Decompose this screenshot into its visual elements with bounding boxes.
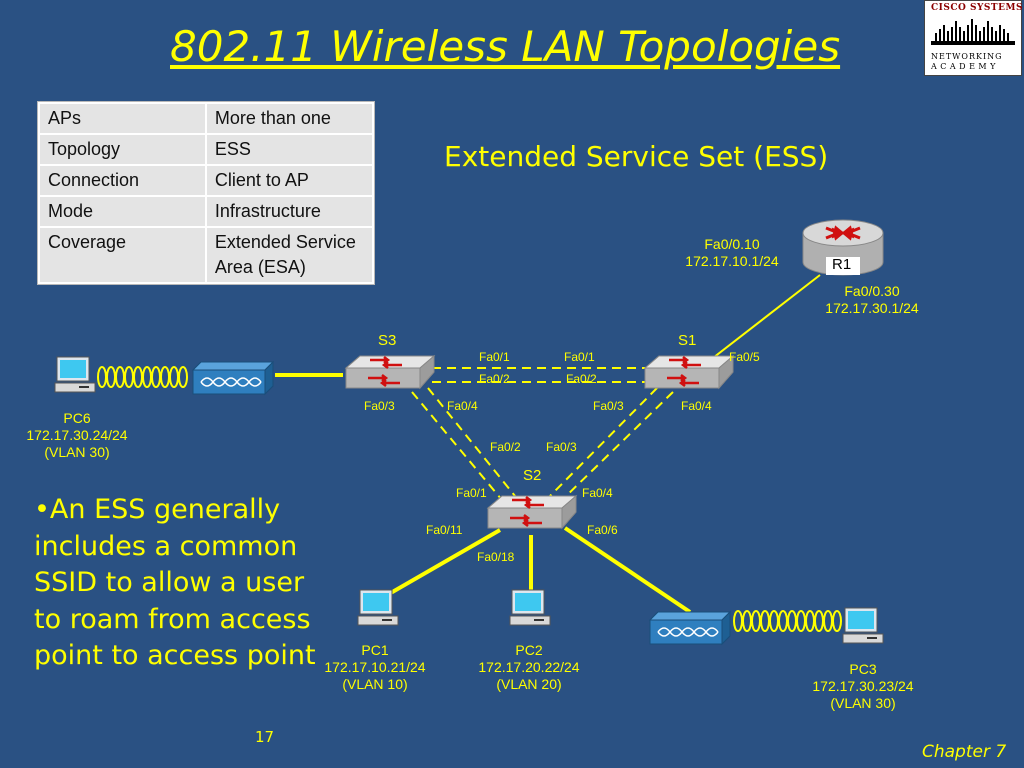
router-label: R1 [832, 256, 852, 273]
slide-subtitle: Extended Service Set (ESS) [444, 140, 829, 173]
interface-ip: 172.17.10.1/24 [685, 253, 779, 269]
host-name: PC1 [361, 642, 389, 658]
computer-icon [509, 589, 551, 626]
wireless-signal-icon [733, 610, 842, 632]
port-label: Fa0/1 [564, 350, 595, 364]
access-point-icon [648, 610, 732, 646]
trunk-links [411, 367, 674, 501]
link-s2-ap [563, 526, 692, 614]
cisco-networking-academy-logo: Cisco Systems Networking Academy [924, 0, 1022, 76]
interface-name: Fa0/0.10 [704, 236, 760, 252]
logo-brand: Cisco Systems [931, 3, 1023, 13]
computer-icon [842, 607, 884, 644]
interface-ip: 172.17.30.1/24 [825, 300, 919, 316]
port-label: Fa0/18 [477, 550, 515, 564]
host-vlan: (VLAN 30) [830, 695, 896, 711]
table-cell-value: More than one [204, 102, 375, 135]
trunk-s1-s2-a [549, 387, 658, 497]
port-label: Fa0/4 [447, 399, 478, 413]
router-icon [802, 219, 884, 276]
logo-line-networking: Networking [931, 52, 1003, 61]
trunk-s3-s2-b [427, 387, 516, 497]
link-s2-pc1 [374, 528, 501, 604]
switch-label-s3: S3 [378, 332, 397, 349]
table-cell-value: Extended Service Area (ESA) [204, 226, 375, 284]
port-label: Fa0/5 [729, 350, 760, 364]
host-vlan: (VLAN 30) [44, 444, 110, 460]
table-cell-label: Topology [38, 133, 207, 166]
host-label-pc6: PC6 172.17.30.24/24 (VLAN 30) [6, 410, 148, 461]
host-ip: 172.17.10.21/24 [324, 659, 426, 675]
access-point-icon [191, 360, 275, 396]
host-ip: 172.17.30.24/24 [26, 427, 128, 443]
host-vlan: (VLAN 10) [342, 676, 408, 692]
table-cell-label: Connection [38, 164, 207, 197]
switch-icon [486, 494, 578, 530]
switch-label-s1: S1 [678, 332, 697, 349]
table-cell-label: Mode [38, 195, 207, 228]
port-label: Fa0/4 [681, 399, 712, 413]
host-label-pc3: PC3 172.17.30.23/24 (VLAN 30) [792, 661, 934, 712]
computer-icon [357, 589, 399, 626]
slide-title: 802.11 Wireless LAN Topologies [170, 22, 841, 71]
computer-icon [54, 356, 96, 393]
chapter-label: Chapter 7 [922, 742, 1007, 762]
logo-bars-icon [931, 19, 1015, 45]
host-label-pc2: PC2 172.17.20.22/24 (VLAN 20) [458, 642, 600, 693]
switch-icon [344, 354, 436, 390]
port-label: Fa0/4 [582, 486, 613, 500]
router-interface-fa0-0-30: Fa0/0.30 172.17.30.1/24 [806, 283, 938, 317]
solid-links [275, 274, 821, 614]
port-label: Fa0/6 [587, 523, 618, 537]
port-label: Fa0/1 [479, 350, 510, 364]
interface-name: Fa0/0.30 [844, 283, 900, 299]
port-label: Fa0/1 [456, 486, 487, 500]
host-ip: 172.17.20.22/24 [478, 659, 580, 675]
wireless-signal-icon [97, 366, 188, 388]
table-cell-value: ESS [204, 133, 375, 166]
port-label: Fa0/11 [426, 523, 463, 537]
page-number: 17 [255, 728, 275, 746]
bullet-text: •An ESS generally includes a common SSID… [34, 494, 316, 671]
table-cell-label: APs [38, 102, 207, 135]
port-label: Fa0/2 [490, 440, 521, 454]
host-label-pc1: PC1 172.17.10.21/24 (VLAN 10) [304, 642, 446, 693]
table-cell-label: Coverage [38, 226, 207, 284]
router-interface-fa0-0-10: Fa0/0.10 172.17.10.1/24 [668, 236, 796, 270]
port-label: Fa0/2 [479, 372, 510, 386]
host-name: PC2 [515, 642, 543, 658]
trunk-s3-s2-a [411, 391, 503, 501]
port-label: Fa0/3 [593, 399, 624, 413]
logo-line-academy: Academy [931, 62, 999, 71]
host-vlan: (VLAN 20) [496, 676, 562, 692]
port-label: Fa0/2 [566, 372, 597, 386]
host-ip: 172.17.30.23/24 [812, 678, 914, 694]
host-name: PC3 [849, 661, 877, 677]
table-cell-value: Client to AP [204, 164, 375, 197]
switch-label-s2: S2 [523, 467, 542, 484]
switch-icon [643, 354, 735, 390]
port-label: Fa0/3 [364, 399, 395, 413]
host-name: PC6 [63, 410, 91, 426]
table-cell-value: Infrastructure [204, 195, 375, 228]
port-label: Fa0/3 [546, 440, 577, 454]
link-s1-r1 [699, 274, 821, 369]
trunk-s1-s2-b [561, 391, 674, 501]
